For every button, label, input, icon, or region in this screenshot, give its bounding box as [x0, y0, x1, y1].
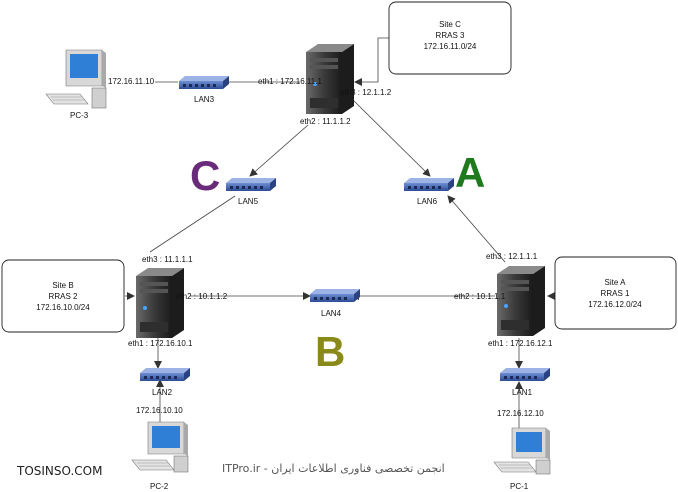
link-c-lan6 [352, 99, 431, 177]
a-eth1-label: eth1 : 172.16.12.1 [488, 339, 553, 348]
pc3-ip-label: 172.16.11.10 [108, 77, 155, 86]
pc2-ip-label: 172.16.10.10 [136, 406, 183, 415]
site-b-subnet: 172.16.10.0/24 [36, 303, 90, 312]
watermark-center: ITPro.ir - انجمن تخصصی فناوری اطلاعات ای… [222, 462, 445, 475]
pc1-icon [493, 427, 551, 475]
link-b-lan5 [149, 195, 236, 253]
site-c-rras: RRAS 3 [436, 31, 465, 40]
pc2-icon [131, 421, 189, 473]
c-eth3-label: eth3 : 12.1.1.2 [340, 88, 392, 97]
letter-a: A [455, 149, 485, 196]
c-eth1-label: eth1 : 172.16.11.1 [258, 77, 322, 86]
switch-lan2-icon [140, 368, 190, 381]
site-a-title: Site A [605, 278, 627, 287]
lan4-label: LAN4 [321, 309, 342, 318]
a-eth3-label: eth3 : 12.1.1.1 [486, 252, 538, 261]
site-c-subnet: 172.16.11.0/24 [424, 42, 477, 51]
watermark-left: TOSINSO.COM [16, 464, 102, 478]
pc3-name-label: PC-3 [70, 111, 89, 120]
lan2-label: LAN2 [152, 388, 173, 397]
lan6-label: LAN6 [417, 197, 438, 206]
link-sitec-box [354, 37, 389, 86]
switch-lan1-icon [500, 368, 550, 381]
switch-lan5-icon [226, 178, 276, 191]
server-b-icon [136, 268, 184, 338]
b-eth1-label: eth1 : 172.16.10.1 [128, 339, 193, 348]
pc1-ip-label: 172.16.12.10 [497, 409, 544, 418]
link-c-lan5 [249, 124, 309, 177]
lan3-label: LAN3 [194, 95, 215, 104]
site-a-subnet: 172.16.12.0/24 [588, 300, 642, 309]
b-eth2-label: eth2 : 10.1.1.2 [176, 292, 228, 301]
site-b-rras: RRAS 2 [49, 292, 78, 301]
pc3-icon [45, 49, 107, 109]
site-a-rras: RRAS 1 [601, 289, 630, 298]
link-a-lan6 [447, 195, 506, 263]
lan1-label: LAN1 [512, 388, 533, 397]
switch-lan4-icon [310, 289, 360, 302]
letter-c: C [190, 152, 220, 199]
lan5-label: LAN5 [238, 197, 259, 206]
pc1-name-label: PC-1 [510, 482, 529, 491]
connection-lines [125, 37, 555, 428]
switch-lan6-icon [404, 178, 454, 191]
site-b-title: Site B [52, 281, 73, 290]
switch-lan3-icon [179, 76, 229, 89]
site-b-box: Site B RRAS 2 172.16.10.0/24 [1, 259, 125, 333]
server-a-icon [497, 266, 545, 336]
pc2-name-label: PC-2 [150, 482, 169, 491]
b-eth3-label: eth3 : 11.1.1.1 [142, 255, 193, 264]
server-c-icon [306, 44, 354, 114]
c-eth2-label: eth2 : 11.1.1.2 [300, 117, 351, 126]
site-a-box: Site A RRAS 1 172.16.12.0/24 [554, 256, 677, 330]
site-c-title: Site C [439, 20, 461, 29]
letter-b: B [315, 328, 345, 375]
site-c-box: Site C RRAS 3 172.16.11.0/24 [388, 1, 512, 75]
a-eth2-label: eth2 : 10.1.1.1 [454, 292, 506, 301]
